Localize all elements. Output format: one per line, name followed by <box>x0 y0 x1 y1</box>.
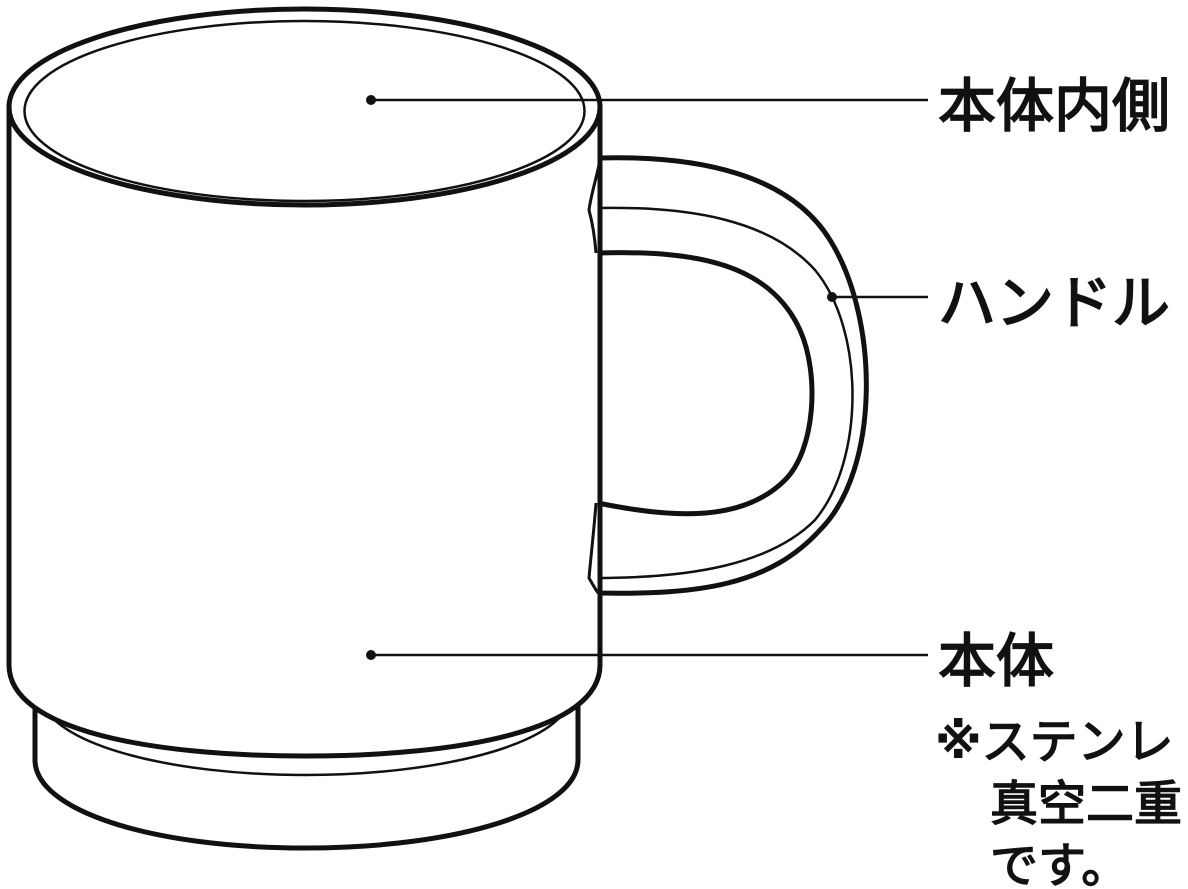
mug-body <box>6 102 603 759</box>
leader-inner <box>366 95 928 105</box>
mug-rim-inner <box>23 19 586 203</box>
leader-body <box>366 650 928 660</box>
mug-handle-joint-top <box>587 159 602 254</box>
note-line-2: 真空二重 <box>990 776 1182 832</box>
mug-base-rim-inner <box>42 704 570 777</box>
mug-handle-hole <box>595 250 815 517</box>
label-body: 本体 <box>938 627 1054 695</box>
leader-handle <box>827 292 928 302</box>
note-line-3: です。 <box>990 838 1129 889</box>
label-inner: 本体内側 <box>938 72 1170 140</box>
mug-handle-inner-line <box>595 206 854 580</box>
mug-handle-joint-bottom <box>587 502 600 594</box>
label-handle: ハンドル <box>938 269 1170 337</box>
note-line-1: ※ステンレ <box>935 714 1174 770</box>
